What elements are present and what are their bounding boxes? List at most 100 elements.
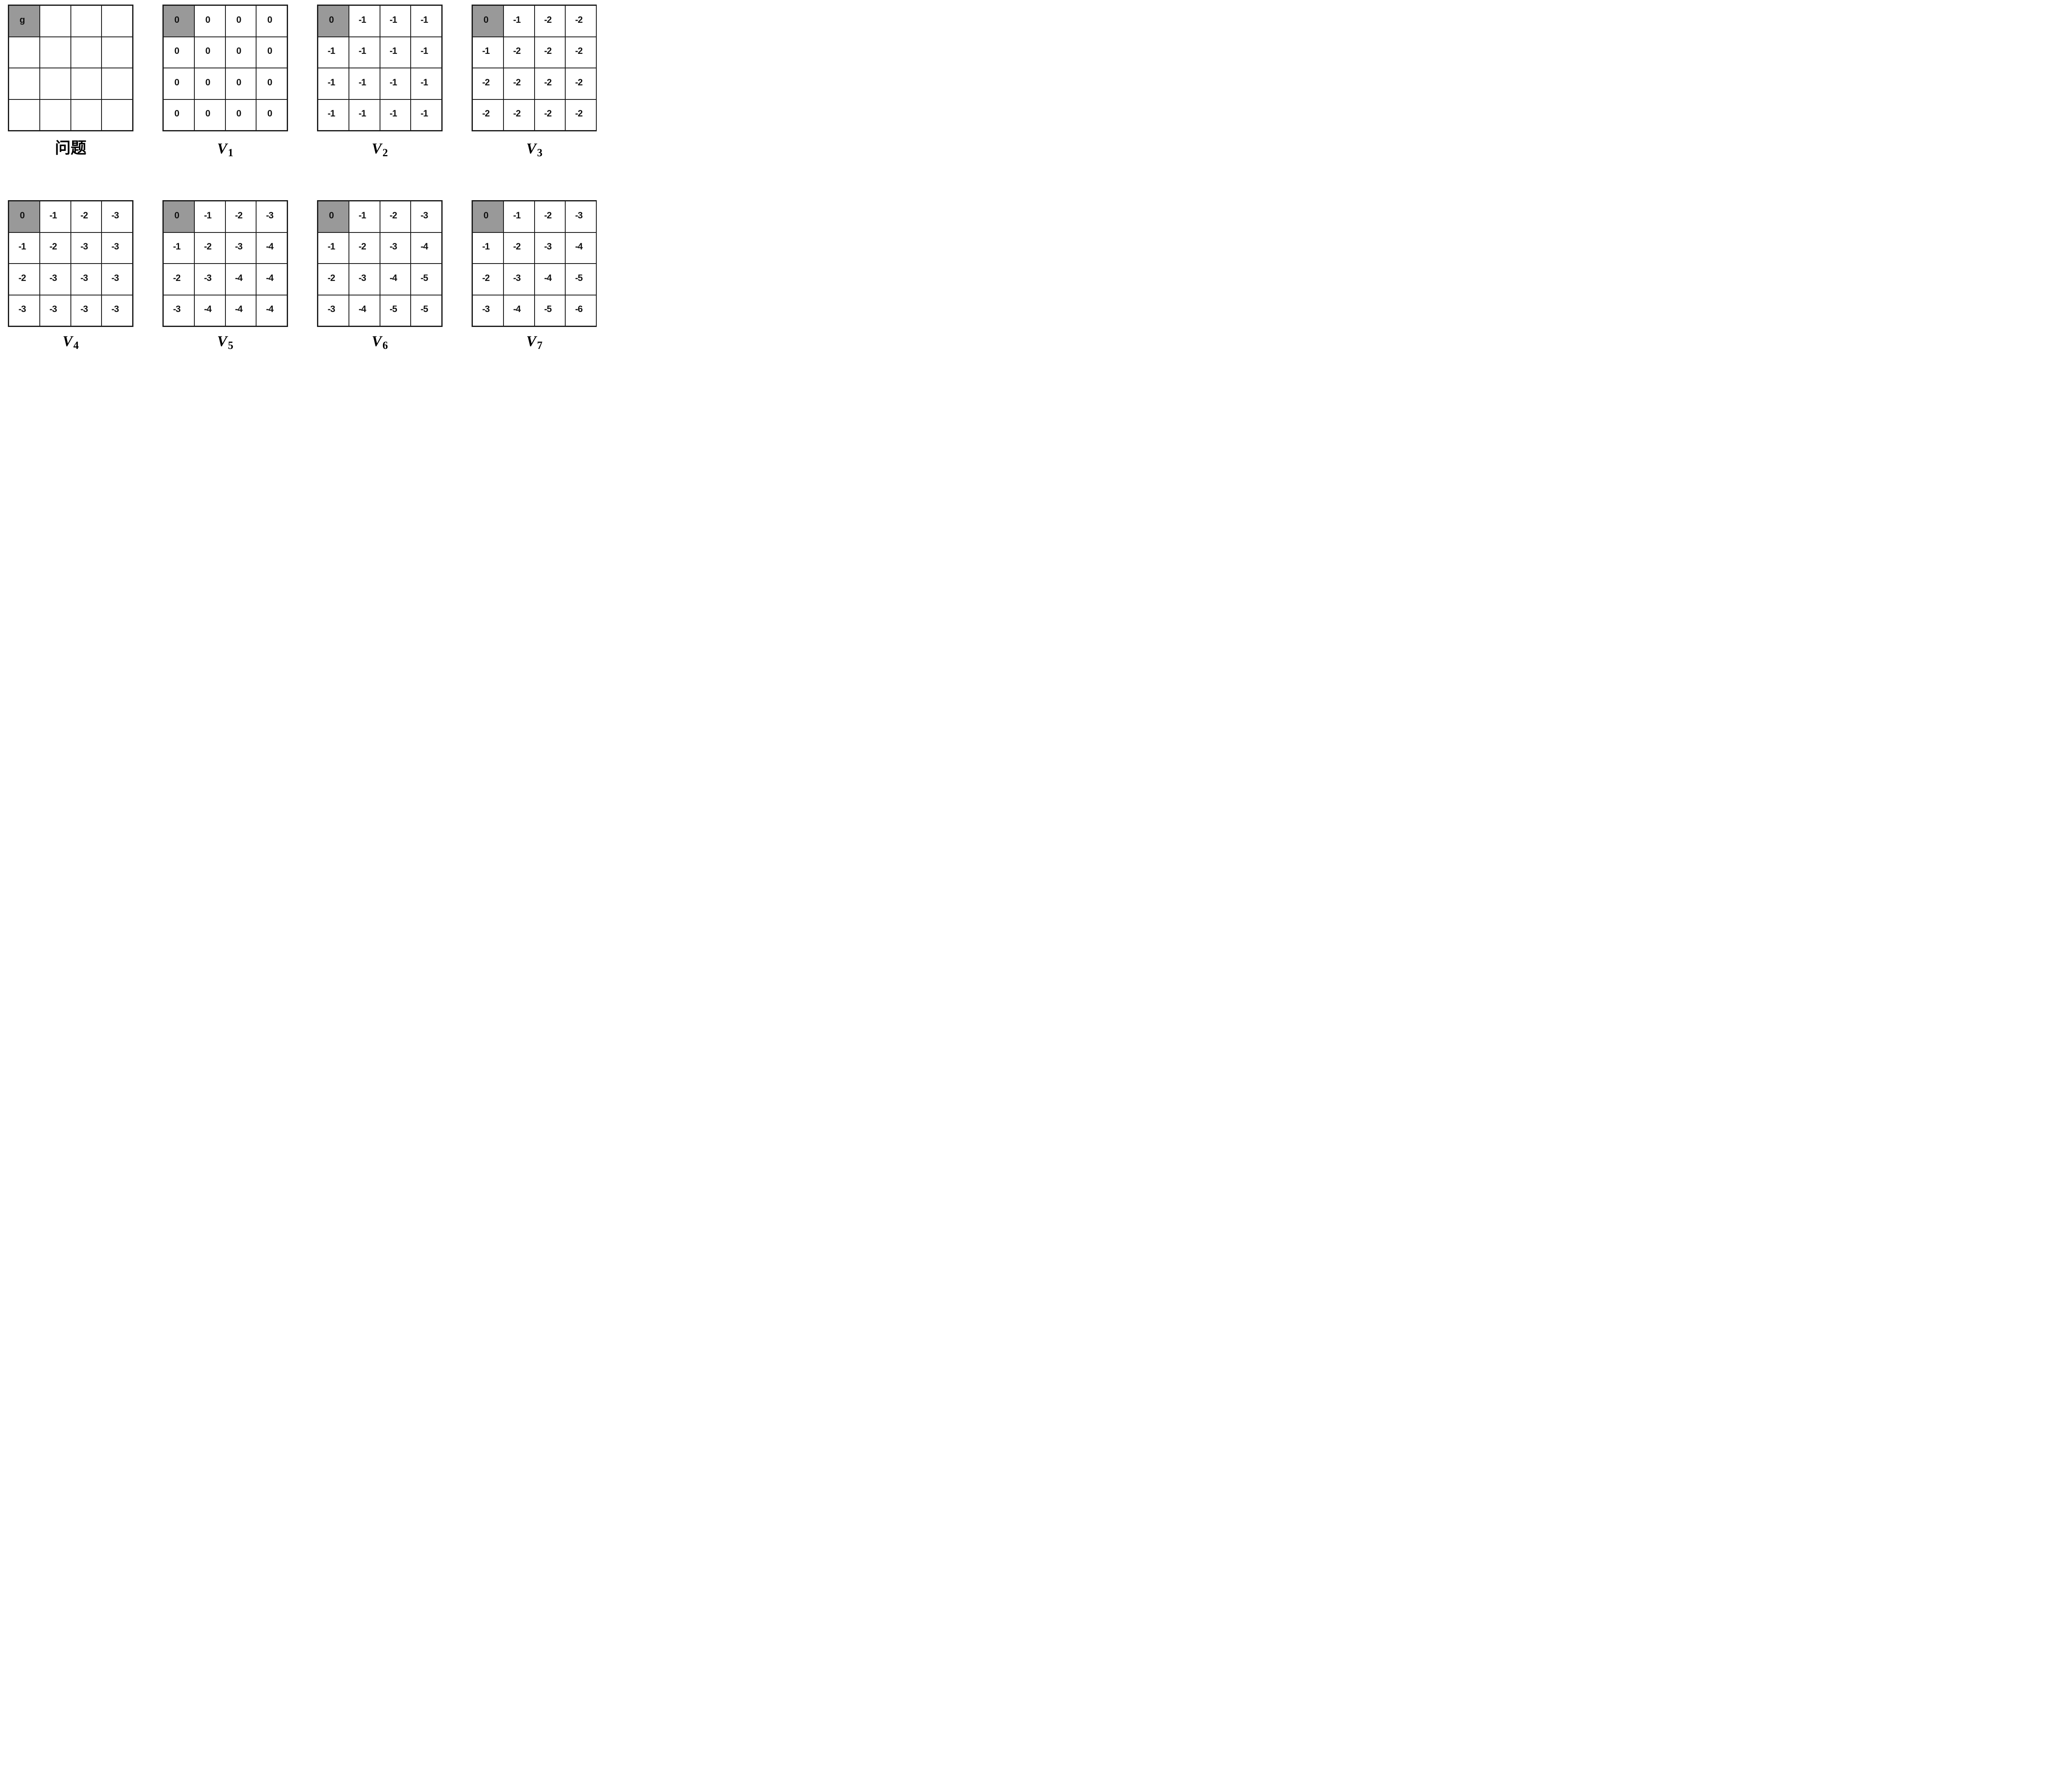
grid-cell: -1 [349, 37, 380, 68]
cell-value: -1 [390, 14, 397, 25]
cell-value: -2 [544, 14, 552, 25]
goal-cell: 0 [318, 201, 349, 232]
grid-cell: 0 [194, 6, 225, 36]
cell-value: -2 [390, 210, 397, 220]
cell-value: -4 [575, 241, 583, 252]
grid-cell: -1 [411, 99, 441, 130]
iteration-subscript: 3 [537, 147, 542, 159]
grid-cell: 0 [257, 6, 287, 36]
value-grid: g [8, 5, 133, 131]
value-function-symbol: V [371, 333, 382, 349]
grid-cell: 0 [257, 68, 287, 99]
cell-value: g [19, 14, 25, 25]
cell-value: -3 [544, 241, 552, 252]
grid-cell: -4 [411, 232, 441, 263]
grid-cell: -5 [380, 295, 411, 326]
grid-cell: -2 [535, 68, 565, 99]
cell-value: -1 [358, 210, 366, 220]
panel-label: V2 [372, 140, 388, 159]
cell-value: -2 [80, 210, 88, 220]
grid-cell: -1 [349, 99, 380, 130]
grid-cell: 0 [225, 37, 256, 68]
goal-cell: 0 [9, 201, 39, 232]
iteration-subscript: 1 [228, 147, 233, 159]
grid-cell: -5 [566, 264, 596, 295]
cell-value: -4 [544, 272, 552, 283]
grid-cell: 0 [164, 37, 194, 68]
grid-cell [71, 68, 102, 99]
cell-value: 0 [174, 210, 179, 220]
cell-value: 0 [267, 108, 272, 119]
grid-cell [40, 37, 70, 68]
cell-value: 0 [174, 46, 179, 56]
cell-value: -5 [390, 304, 397, 315]
cell-value: 0 [174, 77, 179, 87]
grid-cell: -3 [9, 295, 39, 326]
grid-cell: -4 [257, 264, 287, 295]
panel-label: V5 [217, 332, 233, 351]
cell-value: -3 [513, 272, 521, 283]
value-grid: 0-1-2-3-1-2-3-4-2-3-4-5-3-4-5-6 [472, 200, 597, 327]
grid-cell: 0 [194, 99, 225, 130]
grid-cell: 0 [164, 99, 194, 130]
grid-cell: -2 [225, 201, 256, 232]
panel-label: V1 [217, 140, 233, 159]
cell-value: -3 [204, 272, 212, 283]
panel-problem: g 问题 [8, 5, 133, 158]
cell-value: 0 [236, 46, 241, 56]
cell-value: -2 [513, 77, 521, 87]
grid-cell: -3 [40, 264, 70, 295]
grid-cell: -3 [194, 264, 225, 295]
value-function-symbol: V [62, 333, 73, 349]
cell-value: -6 [575, 304, 583, 315]
cell-value: -1 [390, 108, 397, 119]
grid-cell: -1 [380, 99, 411, 130]
panel-label: V4 [63, 332, 79, 351]
grid-cell: 0 [225, 68, 256, 99]
grid-cell: -2 [535, 37, 565, 68]
cell-value: 0 [267, 46, 272, 56]
cell-value: -2 [482, 108, 490, 119]
cell-value: -3 [575, 210, 583, 220]
goal-cell: g [9, 6, 39, 36]
grid-cell: -3 [102, 264, 132, 295]
grid-cell: -1 [40, 201, 70, 232]
cell-value: -3 [111, 304, 119, 315]
grid-cell: 0 [225, 6, 256, 36]
cell-value: -1 [327, 108, 336, 119]
cell-value: -2 [173, 272, 181, 283]
cell-value: -3 [49, 272, 57, 283]
cell-value: 0 [236, 108, 241, 119]
cell-value: -3 [80, 304, 88, 315]
panel-label: 问题 [55, 140, 86, 158]
cell-value: -2 [482, 272, 490, 283]
cell-value: -3 [18, 304, 27, 315]
grid-cell: -6 [566, 295, 596, 326]
grid-cell: -2 [535, 201, 565, 232]
value-grid: 0-1-2-3-1-2-3-3-2-3-3-3-3-3-3-3 [8, 200, 133, 327]
grid-cell [71, 6, 102, 36]
value-grid: 0-1-2-2-1-2-2-2-2-2-2-2-2-2-2-2 [472, 5, 597, 131]
iteration-subscript: 2 [382, 147, 388, 159]
value-grid: 0-1-2-3-1-2-3-4-2-3-4-4-3-4-4-4 [162, 200, 288, 327]
grid-cell: -4 [503, 295, 534, 326]
cell-value: -4 [266, 272, 274, 283]
iteration-subscript: 7 [537, 339, 542, 351]
grid-cell: -2 [9, 264, 39, 295]
cell-value: -5 [420, 304, 428, 315]
grid-cell: -3 [411, 201, 441, 232]
cell-value: -3 [80, 241, 88, 252]
cell-value: 0 [205, 108, 211, 119]
cell-value: -2 [575, 14, 583, 25]
grid-cell: -1 [349, 6, 380, 36]
grid-cell [9, 37, 39, 68]
cell-value: -3 [358, 272, 366, 283]
grid-cell: -5 [535, 295, 565, 326]
value-function-symbol: V [526, 333, 536, 349]
cell-value: -4 [204, 304, 212, 315]
cell-value: -1 [513, 210, 521, 220]
grid-cell: -4 [194, 295, 225, 326]
